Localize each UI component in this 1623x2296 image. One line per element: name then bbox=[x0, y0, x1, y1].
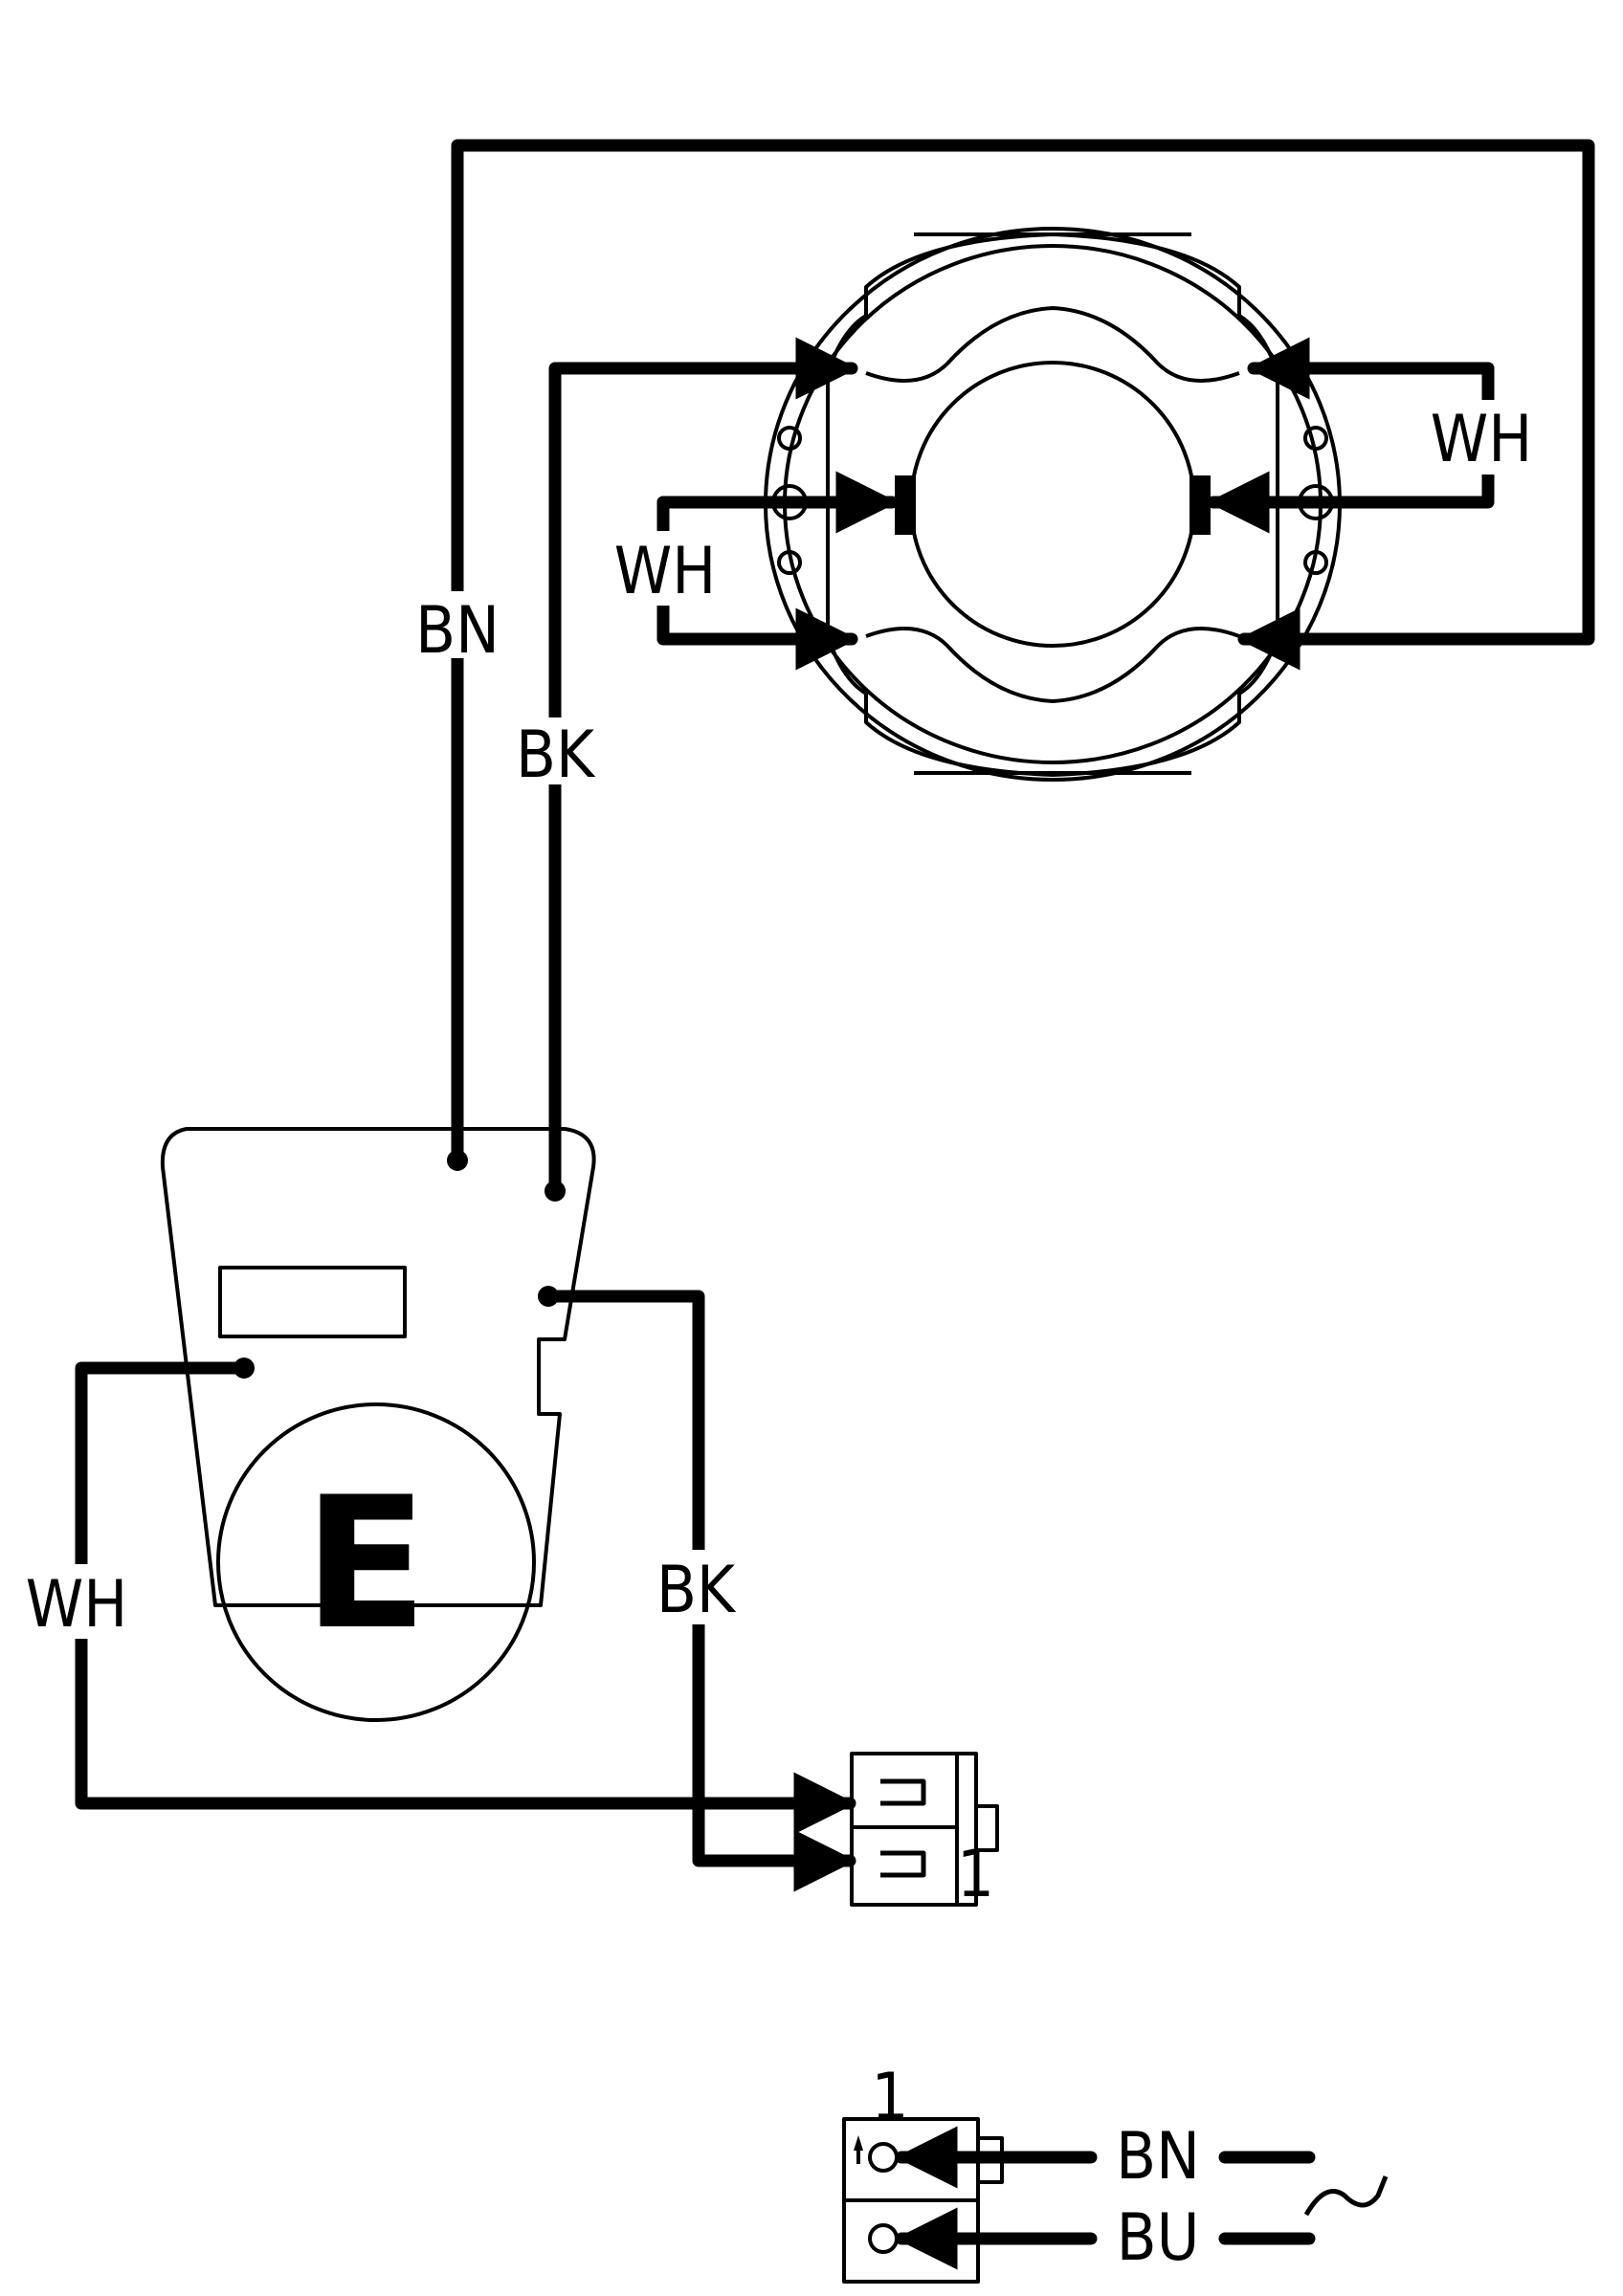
motor-brush-left bbox=[895, 475, 916, 535]
component-label: E bbox=[303, 1458, 428, 1669]
motor-hole bbox=[1303, 426, 1328, 451]
wire-bn bbox=[451, 139, 1595, 1167]
label-supply-bn: BN bbox=[1116, 2119, 1200, 2195]
connector-top: 1 bbox=[850, 1752, 999, 1912]
connector-bottom-pin-1: 1 bbox=[872, 2060, 909, 2135]
label-bk-component: BK bbox=[656, 1553, 737, 1628]
labels: BN BK WH WH WH BK BN BU bbox=[26, 400, 1536, 2276]
motor-hole bbox=[1303, 550, 1328, 575]
label-supply-bu: BU bbox=[1117, 2200, 1200, 2276]
wire-bk-top bbox=[548, 337, 858, 1198]
ac-symbol bbox=[1303, 2175, 1389, 2217]
component-dial bbox=[216, 1402, 536, 1722]
field-coil-top bbox=[865, 306, 1240, 383]
connector-top-pin-1: 1 bbox=[957, 1837, 994, 1912]
label-bn: BN bbox=[415, 593, 500, 669]
label-bk-top: BK bbox=[516, 718, 596, 793]
component-e: E bbox=[160, 1127, 596, 1722]
label-wh-motor-left: WH bbox=[614, 534, 717, 609]
field-coil-bottom bbox=[865, 627, 1240, 703]
motor-rotor bbox=[909, 361, 1196, 648]
motor-brush-right bbox=[1189, 475, 1211, 535]
component-body bbox=[160, 1127, 596, 1607]
connector-bottom: 1 bbox=[842, 2060, 1004, 2284]
component-window bbox=[218, 1266, 407, 1338]
motor-hole bbox=[777, 550, 802, 575]
label-wh-component: WH bbox=[26, 1567, 128, 1643]
motor-hole bbox=[777, 426, 802, 451]
label-wh-motor-right: WH bbox=[1431, 402, 1533, 477]
wires bbox=[75, 139, 1595, 2270]
